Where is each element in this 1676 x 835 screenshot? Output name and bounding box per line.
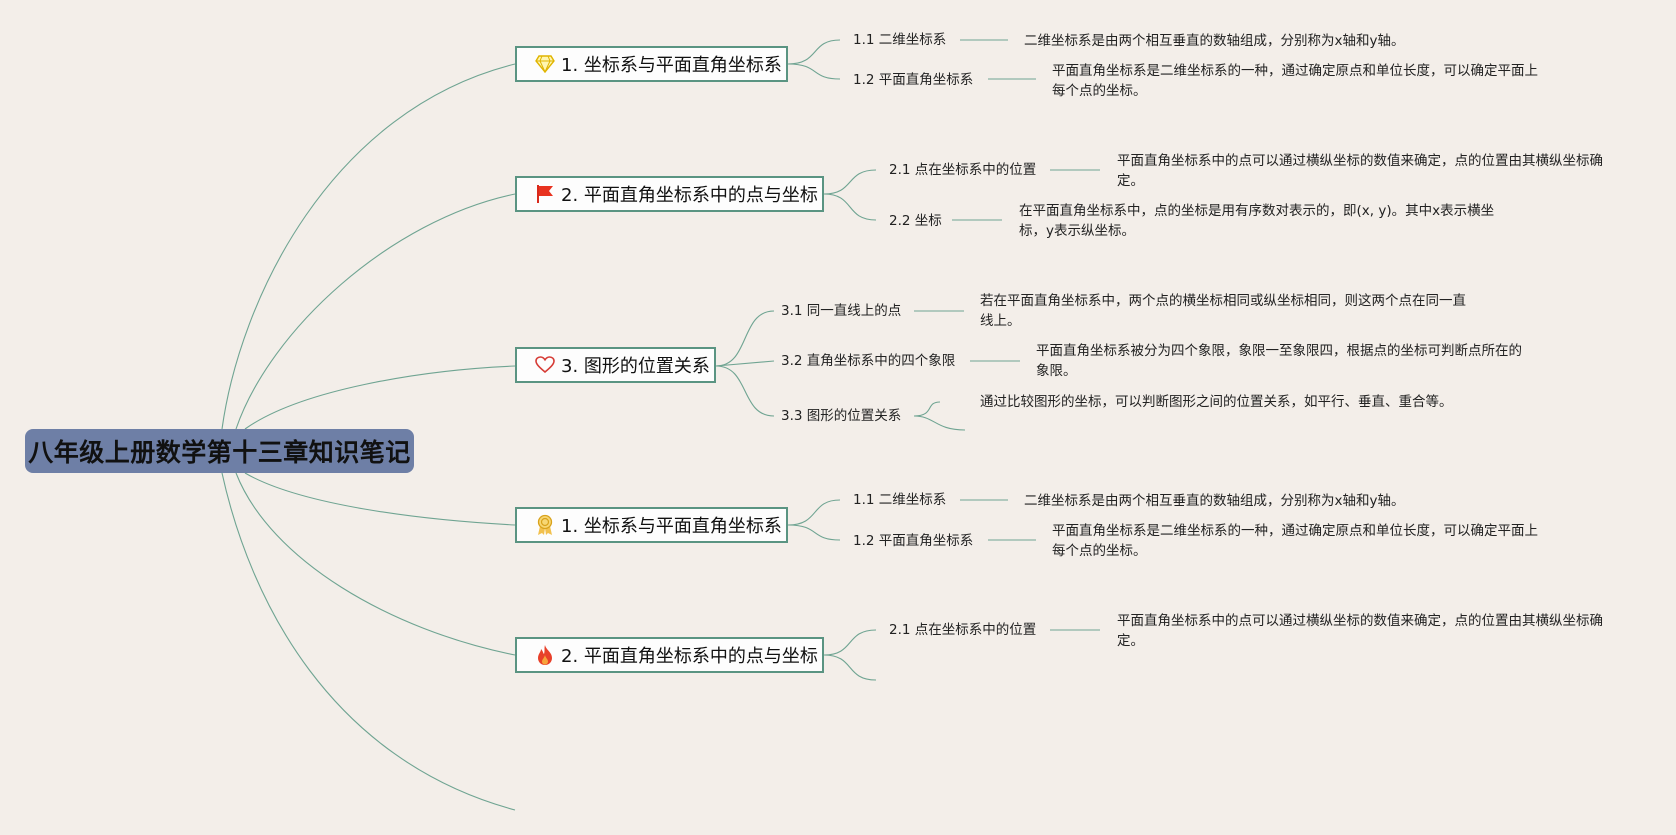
note-2-1: 平面直角坐标系中的点可以通过横纵坐标的数值来确定，点的位置由其横纵坐标确定。 — [1117, 153, 1603, 189]
note-3-2: 平面直角坐标系被分为四个象限，象限一至象限四，根据点的坐标可判断点所在的象限。 — [1036, 343, 1522, 379]
subtopic-2-2[interactable]: 2.2 坐标 — [889, 213, 942, 229]
note-3-1: 若在平面直角坐标系中，两个点的横坐标相同或纵坐标相同，则这两个点在同一直线上。 — [980, 293, 1466, 329]
note-5-1: 平面直角坐标系中的点可以通过横纵坐标的数值来确定，点的位置由其横纵坐标确定。 — [1117, 613, 1603, 649]
fire-icon — [534, 644, 556, 666]
note-3-3: 通过比较图形的坐标，可以判断图形之间的位置关系，如平行、垂直、重合等。 — [980, 394, 1453, 410]
root-topic[interactable]: 八年级上册数学第十三章知识笔记 — [25, 429, 414, 473]
subtopic-3-2[interactable]: 3.2 直角坐标系中的四个象限 — [781, 353, 956, 369]
subtopic-5-1[interactable]: 2.1 点在坐标系中的位置 — [889, 622, 1037, 638]
topic-label: 1. 坐标系与平面直角坐标系 — [561, 516, 782, 537]
note-2-2: 在平面直角坐标系中，点的坐标是用有序数对表示的，即(x, y)。其中x表示横坐标… — [1019, 203, 1495, 239]
subtopic-3-1[interactable]: 3.1 同一直线上的点 — [781, 303, 902, 319]
heart-icon — [534, 354, 556, 376]
topic-3[interactable]: 3. 图形的位置关系 — [515, 347, 716, 383]
award-medal-icon — [534, 514, 556, 536]
note-1-2: 平面直角坐标系是二维坐标系的一种，通过确定原点和单位长度，可以确定平面上每个点的… — [1052, 63, 1538, 99]
note-1-1: 二维坐标系是由两个相互垂直的数轴组成，分别称为x轴和y轴。 — [1024, 33, 1405, 49]
root-title: 八年级上册数学第十三章知识笔记 — [28, 438, 411, 467]
topic-5[interactable]: 2. 平面直角坐标系中的点与坐标 — [515, 637, 824, 673]
subtopic-2-1[interactable]: 2.1 点在坐标系中的位置 — [889, 162, 1037, 178]
subtopic-1-1[interactable]: 1.1 二维坐标系 — [853, 32, 947, 48]
subtopic-4-2[interactable]: 1.2 平面直角坐标系 — [853, 533, 974, 549]
subtopic-1-2[interactable]: 1.2 平面直角坐标系 — [853, 72, 974, 88]
topic-2[interactable]: 2. 平面直角坐标系中的点与坐标 — [515, 176, 824, 212]
topic-label: 1. 坐标系与平面直角坐标系 — [561, 55, 782, 76]
note-4-1: 二维坐标系是由两个相互垂直的数轴组成，分别称为x轴和y轴。 — [1024, 493, 1405, 509]
diamond-icon — [534, 53, 556, 75]
subtopic-4-1[interactable]: 1.1 二维坐标系 — [853, 492, 947, 508]
topic-4[interactable]: 1. 坐标系与平面直角坐标系 — [515, 507, 788, 543]
red-flag-icon — [534, 183, 556, 205]
subtopic-3-3[interactable]: 3.3 图形的位置关系 — [781, 408, 902, 424]
topic-label: 3. 图形的位置关系 — [561, 356, 710, 377]
topic-1[interactable]: 1. 坐标系与平面直角坐标系 — [515, 46, 788, 82]
topic-label: 2. 平面直角坐标系中的点与坐标 — [561, 185, 818, 206]
note-4-2: 平面直角坐标系是二维坐标系的一种，通过确定原点和单位长度，可以确定平面上每个点的… — [1052, 523, 1538, 559]
topic-label: 2. 平面直角坐标系中的点与坐标 — [561, 646, 818, 667]
